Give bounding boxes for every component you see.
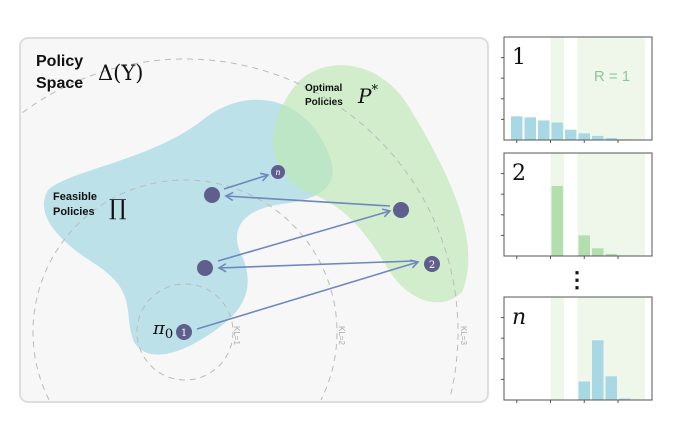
- reward-band-bin-10: [631, 37, 645, 140]
- kl-label-2: KL=2: [337, 326, 346, 345]
- iteration-arrows: [196, 172, 420, 330]
- chart-frame: [503, 36, 653, 141]
- bar-panel-n-bin-6: [578, 381, 590, 400]
- optimal-label-line1: Optimal: [305, 83, 342, 94]
- optimal-label-line2: Policies: [305, 97, 343, 108]
- bar-panel-1-bin-5: [565, 129, 577, 140]
- point-2: [424, 256, 440, 272]
- arrow-3-to-4: [217, 208, 392, 262]
- policy-space-panel: KL=1 KL=2 KL=3 Policy Space Δ(Y) Feasibl…: [19, 37, 489, 403]
- reward-band-bin-9: [618, 297, 632, 400]
- bar-panel-1-bin-8: [605, 137, 617, 140]
- policy-space-title-line1: Policy: [36, 53, 83, 70]
- bar-panel-2-bin-7: [592, 248, 604, 256]
- reward-band-bin-4: [550, 297, 564, 400]
- policy-points: [176, 165, 440, 340]
- bar-panel-2-bin-6: [578, 235, 590, 256]
- optimal-region: [272, 65, 469, 303]
- reward-band-bin-10: [631, 153, 645, 256]
- chart-panel-label: n: [512, 305, 526, 330]
- feasible-label-line2: Policies: [53, 206, 95, 218]
- feasible-region: [43, 99, 333, 355]
- reward-label: R = 1: [594, 68, 630, 85]
- bar-panel-1-bin-1: [511, 116, 523, 140]
- kl-circles: [22, 58, 459, 401]
- chart-panel-label: 2: [512, 161, 526, 186]
- chart-panel-label: 1: [512, 45, 526, 70]
- reward-band-bin-8: [604, 37, 618, 140]
- reward-band-bin-8: [604, 297, 618, 400]
- chart-frame: [503, 296, 653, 401]
- arrow-1-to-2: [196, 259, 420, 330]
- bar-panel-n-bin-8: [605, 376, 617, 400]
- chart-panel-n: n: [501, 296, 653, 403]
- feasible-blob: [43, 99, 333, 355]
- bar-panel-n-bin-7: [592, 340, 604, 400]
- reward-band-bin-9: [618, 37, 632, 140]
- kl-circle-2: [32, 179, 338, 401]
- kl-label-3: KL=3: [459, 326, 468, 345]
- point-n-label: n: [275, 168, 280, 177]
- reward-band-bin-6: [577, 153, 591, 256]
- reward-band-bin-6: [577, 37, 591, 140]
- point-1-label: 1: [181, 328, 187, 339]
- point-3: [197, 260, 213, 276]
- point-5: [204, 187, 220, 203]
- chart-panel-2: 2: [501, 152, 653, 259]
- optimal-blob: [272, 65, 469, 303]
- optimal-symbol: P*: [357, 83, 378, 108]
- bar-panel-1-bin-2: [524, 117, 536, 140]
- point-4: [393, 202, 409, 218]
- chart-frame: [503, 152, 653, 257]
- bar-panel-1-bin-6: [578, 133, 590, 140]
- arrow-2-to-3: [217, 260, 414, 273]
- reward-band-bin-10: [631, 297, 645, 400]
- point-n: [271, 165, 285, 179]
- point-1: [176, 324, 192, 340]
- reward-band-bin-4: [550, 37, 564, 140]
- bar-panel-2-bin-4: [551, 185, 563, 256]
- pi0-label: π0: [152, 318, 173, 342]
- policy-space-symbol: Δ(Y): [98, 61, 143, 85]
- reward-band-bin-8: [604, 153, 618, 256]
- bar-panel-n-bin-9: [619, 398, 631, 400]
- bar-panel-1-bin-3: [538, 120, 550, 140]
- feasible-label-line1: Feasible: [53, 191, 97, 203]
- reward-band-bin-6: [577, 297, 591, 400]
- reward-band-bin-7: [591, 153, 605, 256]
- bar-panel-1-bin-4: [551, 122, 563, 140]
- distribution-charts: 1 R = 1 2 n: [501, 36, 653, 403]
- arrow-5-to-n: [223, 172, 270, 190]
- bar-panel-2-bin-8: [605, 253, 617, 256]
- kl-label-1: KL=1: [232, 326, 241, 345]
- kl-circle-1: [136, 283, 234, 381]
- kl-circle-3: [22, 58, 459, 400]
- bar-panel-1-bin-7: [592, 135, 604, 140]
- reward-band-bin-9: [618, 153, 632, 256]
- arrow-4-to-5: [224, 191, 391, 207]
- reward-band-bin-7: [591, 37, 605, 140]
- ellipsis: ⋮: [566, 267, 588, 292]
- policy-space-title-line2: Space: [36, 75, 83, 92]
- feasible-symbol: ∏: [109, 196, 127, 221]
- point-2-label: 2: [429, 260, 435, 271]
- chart-panel-1: 1 R = 1: [501, 36, 653, 143]
